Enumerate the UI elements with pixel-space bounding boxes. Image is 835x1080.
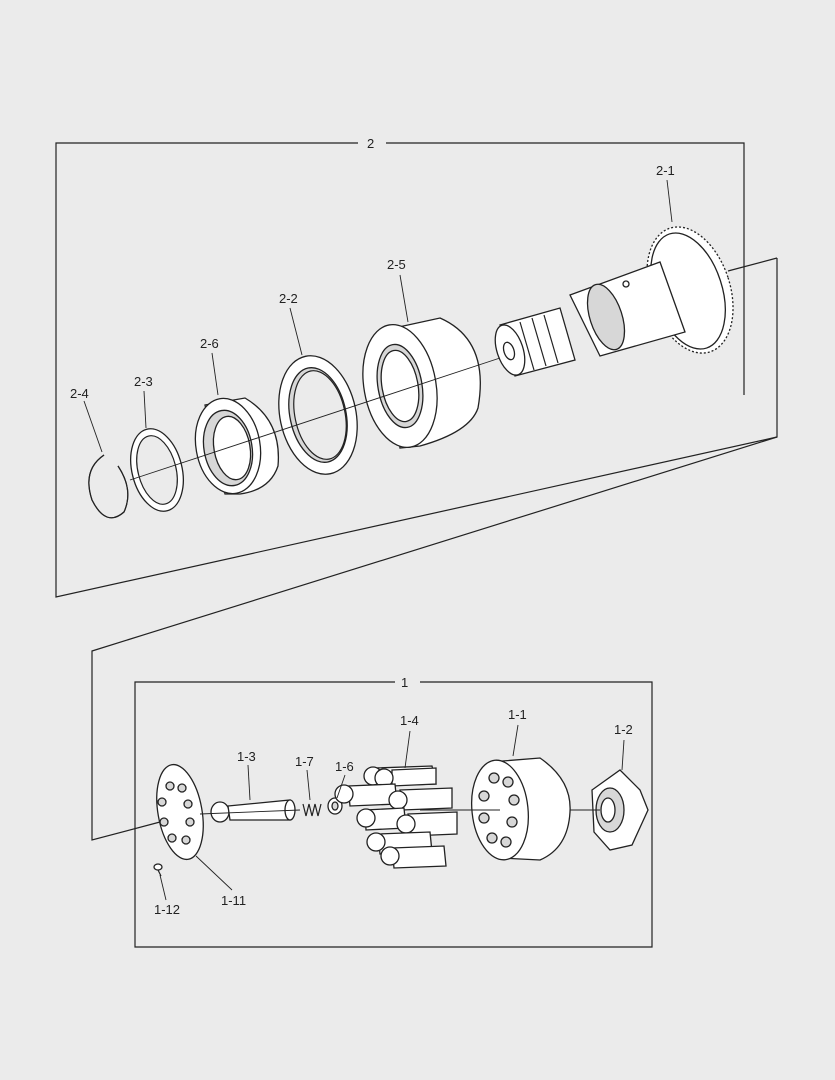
- label-1-7: 1-7: [295, 754, 314, 769]
- part-2-2-spacer-ring: [278, 355, 358, 475]
- part-1-6-ball-guide: [327, 797, 343, 815]
- label-2-1: 2-1: [656, 163, 675, 178]
- assembly-2-axis-line: [129, 357, 501, 481]
- label-2-3: 2-3: [134, 374, 153, 389]
- assembly-2-frame: 2: [55, 133, 778, 598]
- part-1-2-valve-plate: [591, 769, 649, 851]
- assembly-1-axis-line: [199, 809, 301, 815]
- assembly-connector-line: [91, 436, 778, 841]
- label-2-6: 2-6: [200, 336, 219, 351]
- assembly-1-label: 1: [401, 675, 408, 690]
- label-1-6: 1-6: [335, 759, 354, 774]
- part-2-5-bearing: [362, 317, 481, 449]
- part-1-3-guide-pin: [210, 799, 296, 823]
- part-1-11-retainer-plate: [156, 763, 204, 861]
- part-1-4-pistons: [334, 765, 458, 869]
- part-2-4-snap-ring: [88, 454, 129, 519]
- label-1-2: 1-2: [614, 722, 633, 737]
- part-2-3-washer: [130, 428, 184, 512]
- callouts: 2-1 2-5 2-2 2-6 2-3 2-4 1-1 1-2 1-4 1-3 …: [70, 163, 675, 917]
- label-1-1: 1-1: [508, 707, 527, 722]
- part-1-12-screw: [153, 863, 163, 877]
- assembly-2-label: 2: [367, 136, 374, 151]
- assembly-1-frame: 1: [134, 675, 653, 948]
- part-2-6-collar: [194, 397, 280, 495]
- label-2-4: 2-4: [70, 386, 89, 401]
- part-2-1-drive-shaft: [494, 226, 734, 377]
- label-1-11: 1-11: [221, 893, 246, 908]
- label-2-2: 2-2: [279, 291, 298, 306]
- part-1-7-spring: [302, 803, 322, 817]
- label-1-3: 1-3: [237, 749, 256, 764]
- label-2-5: 2-5: [387, 257, 406, 272]
- label-1-12: 1-12: [154, 902, 180, 917]
- label-1-4: 1-4: [400, 713, 419, 728]
